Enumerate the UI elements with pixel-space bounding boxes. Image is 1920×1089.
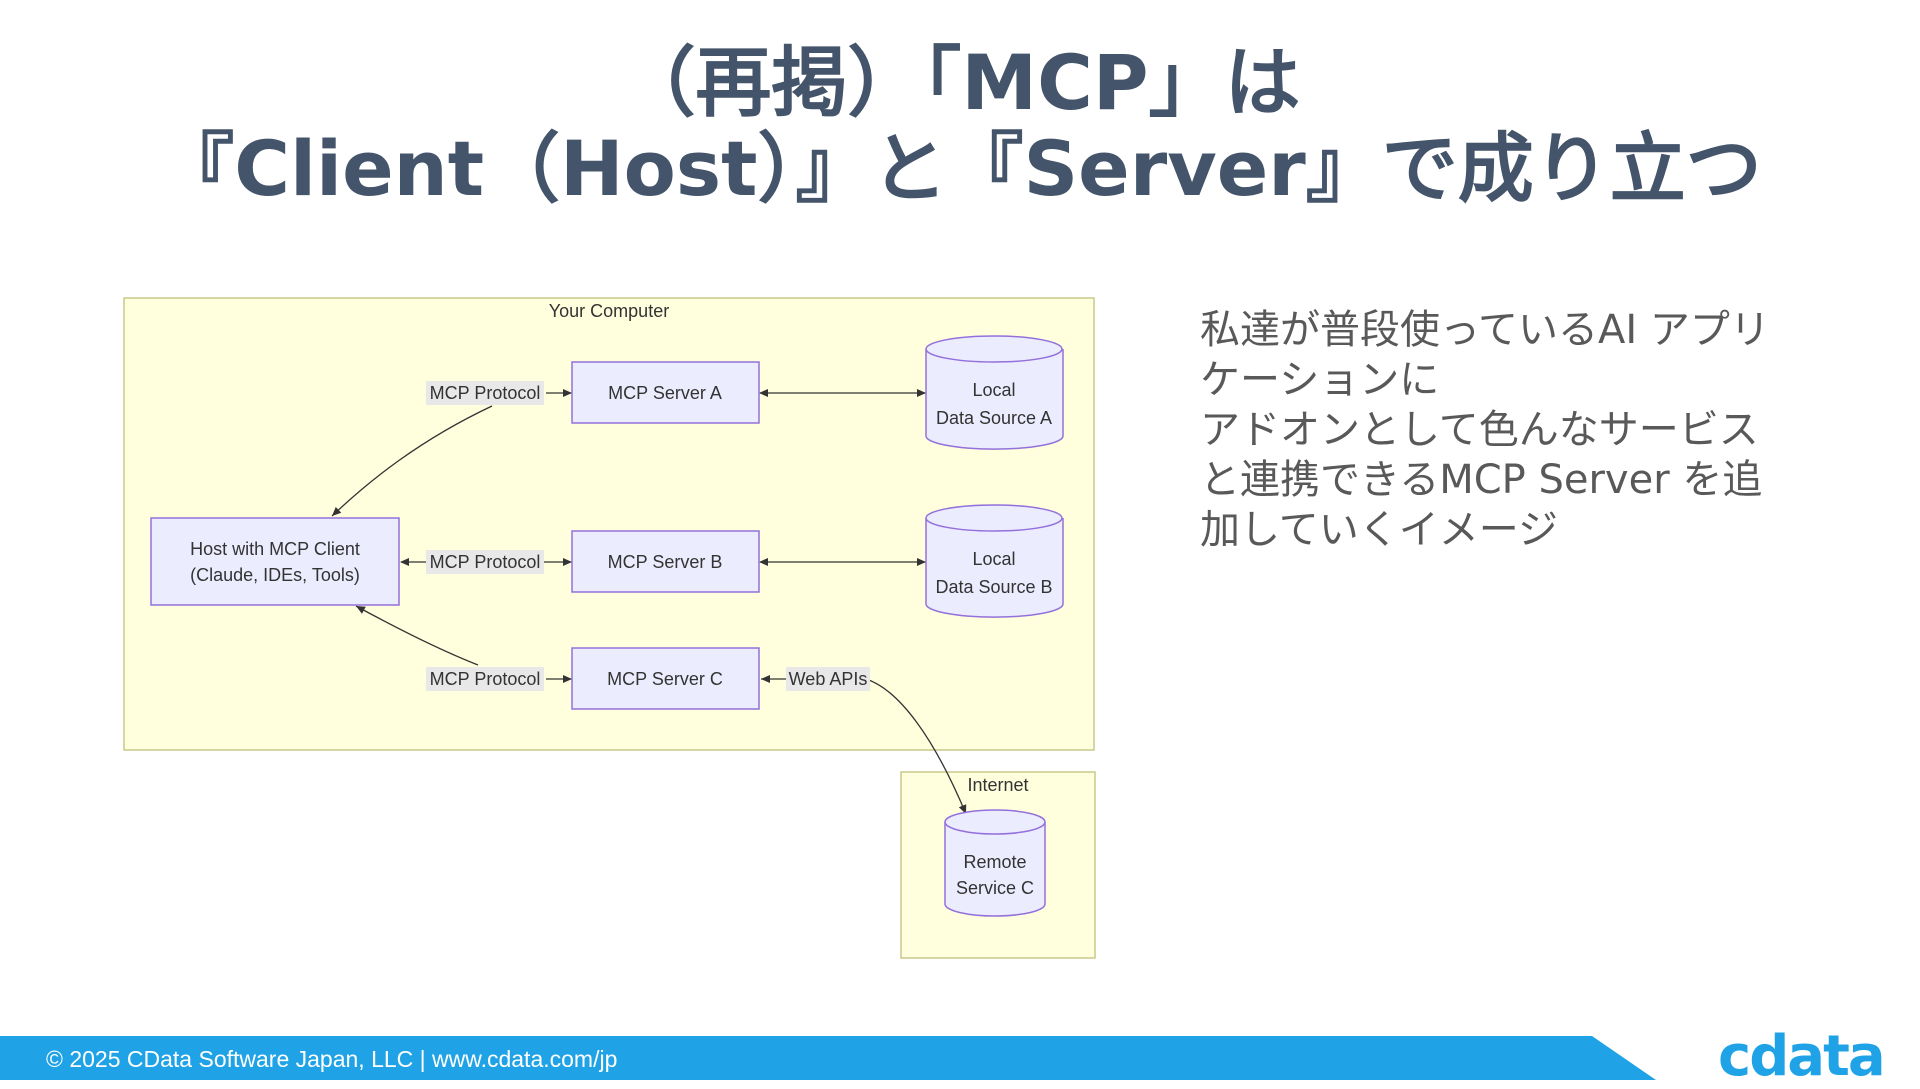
protocol-label-b-bg [426, 550, 544, 574]
server-c-label: MCP Server C [607, 669, 723, 689]
server-c-node [571, 647, 760, 710]
title-line-2: 『Client（Host）』と『Server』で成り立つ [158, 124, 1762, 213]
description-line-5: 加していくイメージ [1200, 507, 1558, 553]
slide-title: （再掲）「MCP」は 『Client（Host）』と『Server』で成り立つ [0, 40, 1920, 212]
title-line-1: （再掲）「MCP」は [619, 38, 1301, 127]
source-a-line1: Local [972, 380, 1015, 400]
web-apis-label: Web APIs [789, 669, 868, 689]
server-b-label: MCP Server B [608, 552, 723, 572]
cdata-logo: cdata [1718, 1024, 1886, 1089]
description-line-4: と連携できるMCP Server を追 [1200, 457, 1763, 503]
your-computer-label: Your Computer [549, 301, 669, 321]
host-label-line1: Host with MCP Client [190, 539, 360, 559]
protocol-label-a-bg [426, 381, 544, 405]
description-text: 私達が普段使っているAI アプリ ケーションに アドオンとして色んなサービス と… [1200, 305, 1800, 555]
protocol-label-b: MCP Protocol [430, 552, 541, 572]
footer-bar [0, 1036, 1656, 1080]
data-source-a-cylinder [925, 335, 1064, 450]
description-line-1: 私達が普段使っているAI アプリ [1200, 307, 1770, 353]
remote-service-c-cylinder [944, 809, 1046, 917]
remote-line1: Remote [963, 852, 1026, 872]
server-b-node [571, 530, 760, 593]
edge-host-to-server-a [331, 405, 493, 517]
source-b-line2: Data Source B [935, 577, 1052, 597]
internet-label: Internet [967, 775, 1028, 795]
source-b-line1: Local [972, 549, 1015, 569]
footer-copyright: © 2025 CData Software Japan, LLC | www.c… [46, 1046, 618, 1072]
server-a-label: MCP Server A [608, 383, 722, 403]
description-line-2: ケーションに [1200, 357, 1440, 403]
server-a-node [571, 361, 760, 424]
remote-line2: Service C [956, 878, 1034, 898]
data-source-b-cylinder [925, 504, 1064, 618]
source-a-line2: Data Source A [936, 408, 1052, 428]
host-node [150, 517, 400, 606]
host-label-line2: (Claude, IDEs, Tools) [190, 565, 360, 585]
protocol-label-c-bg [426, 667, 544, 691]
edge-server-c-to-host [355, 605, 479, 666]
protocol-label-a: MCP Protocol [430, 383, 541, 403]
web-apis-label-bg [786, 667, 870, 691]
protocol-label-c: MCP Protocol [430, 669, 541, 689]
edge-webapis-to-remote [865, 678, 967, 815]
description-line-3: アドオンとして色んなサービス [1200, 407, 1759, 453]
